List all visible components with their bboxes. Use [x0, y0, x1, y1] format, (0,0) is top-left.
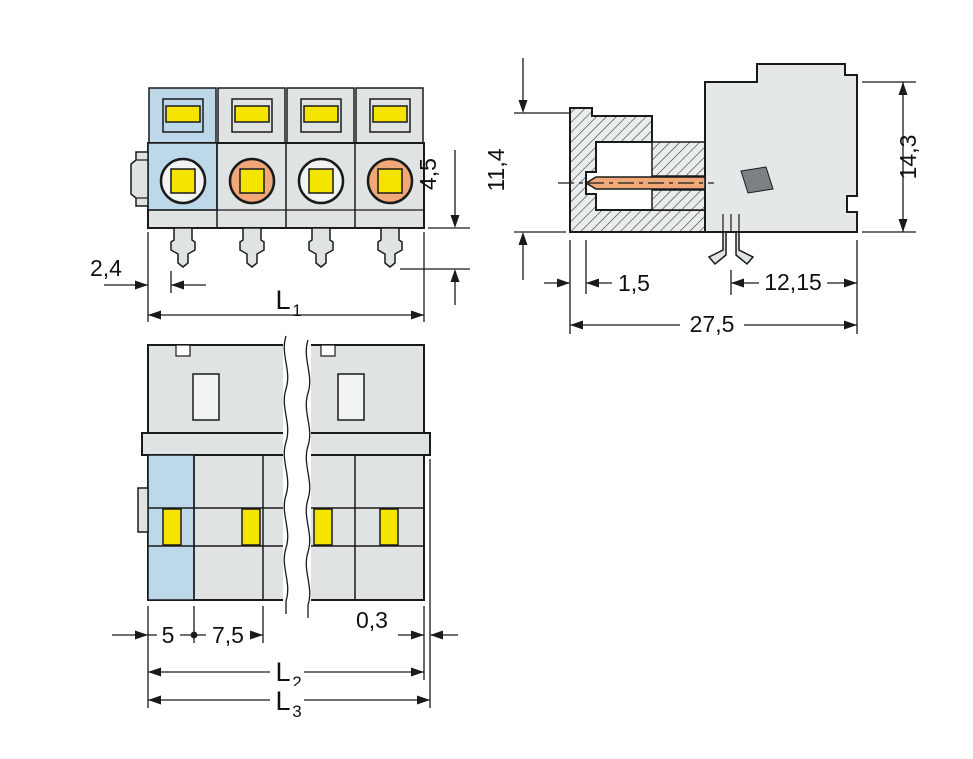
dimension-L1: L 1: [148, 232, 425, 322]
pin-holder-upper-hatched: [651, 141, 706, 177]
top-contact-4: [379, 508, 399, 546]
dimension-dot: [190, 631, 198, 639]
screw-slot-3: [308, 168, 334, 194]
pin-holder-lower-hatched: [651, 189, 706, 211]
side-view: [558, 63, 858, 266]
pin-1: [170, 227, 196, 268]
top-side-latch: [137, 487, 149, 533]
dim-text-L3-sub: 3: [292, 702, 301, 721]
dim-text-0-3: 0,3: [356, 607, 388, 633]
pin-3: [308, 227, 334, 268]
mating-body-outline: [704, 63, 858, 233]
dimension-L2: L 2: [148, 657, 424, 692]
dimension-1-5: 1,5: [544, 240, 650, 334]
upper-notch-1: [175, 344, 191, 357]
foot-prong-left: [707, 231, 727, 266]
top-contact-1: [162, 508, 182, 546]
entry-frame-3: [300, 98, 342, 133]
dim-text-11-4: 11,4: [483, 148, 509, 191]
dimension-L3: L 3: [148, 686, 430, 721]
foot-prong-right: [735, 231, 755, 266]
break-lines: [283, 335, 311, 618]
dimension-5-and-7-5: 5 7,5: [112, 606, 264, 708]
dimension-27-5: 27,5: [570, 310, 857, 338]
dimension-14-3: 14,3: [862, 81, 921, 233]
dimension-4-5: 4,5: [400, 150, 470, 305]
dim-text-L1-sub: 1: [292, 301, 301, 320]
entry-frame-1: [162, 98, 204, 133]
dimension-2-4: 2,4: [90, 232, 206, 322]
dim-text-4-5: 4,5: [415, 158, 441, 190]
dim-text-L3: L: [275, 686, 290, 716]
latch-mark: [740, 166, 774, 194]
dim-text-12-15: 12,15: [764, 269, 822, 295]
top-contact-3: [313, 508, 333, 546]
top-contact-2: [241, 508, 261, 546]
dim-text-14-3: 14,3: [895, 135, 921, 180]
latch-tab-1: [192, 373, 220, 421]
solder-pins: [170, 227, 403, 268]
front-yellow-contacts: [165, 105, 408, 194]
dimensions: 2,4 4,5 L 1 11,4: [90, 58, 921, 721]
pin-4: [377, 227, 403, 268]
dimension-12-15: 12,15: [730, 240, 858, 334]
dim-text-2-4: 2,4: [90, 255, 122, 281]
top-yellow-contacts: [162, 508, 399, 546]
front-view: [130, 87, 425, 268]
wire-entry-3: [303, 105, 339, 123]
dim-text-5: 5: [162, 622, 175, 648]
break-wavy-right: [305, 339, 311, 618]
wire-entry-4: [372, 105, 408, 123]
screw-slot-4: [377, 168, 403, 194]
screw-slot-2: [239, 168, 265, 194]
dim-text-1-5: 1,5: [618, 270, 650, 296]
screw-slot-1: [170, 168, 196, 194]
entry-frame-2: [231, 98, 273, 133]
dim-text-7-5: 7,5: [212, 622, 244, 648]
dim-text-L2: L: [275, 657, 290, 687]
snap-in-foot: [707, 214, 755, 266]
entry-frame-4: [369, 98, 411, 133]
dimension-0-3: 0,3: [356, 459, 458, 708]
dim-text-L2-sub: 2: [292, 673, 301, 692]
wire-entry-2: [234, 105, 270, 123]
latch-tab-2: [337, 373, 365, 421]
male-pin: [584, 176, 706, 190]
upper-notch-2: [320, 344, 336, 357]
dim-text-27-5: 27,5: [690, 311, 735, 337]
break-wavy-left: [283, 335, 289, 614]
pin-2: [239, 227, 265, 268]
wire-entry-1: [165, 105, 201, 123]
dimension-11-4: 11,4: [483, 58, 570, 280]
dim-text-L1: L: [275, 285, 290, 315]
